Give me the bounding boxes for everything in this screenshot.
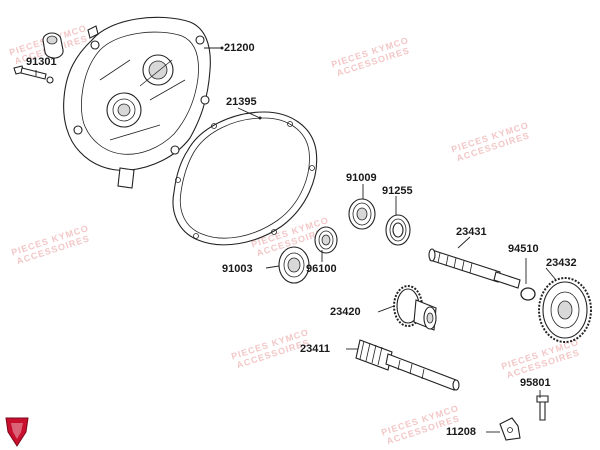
final-gear-drawing	[538, 277, 592, 343]
counter-gear-drawing	[393, 285, 437, 331]
part-label-11208: 11208	[446, 426, 476, 438]
part-label-94510: 94510	[508, 243, 539, 255]
part-label-91255: 91255	[382, 185, 413, 197]
part-label-23420: 23420	[330, 306, 361, 318]
part-label-91003: 91003	[222, 263, 253, 275]
bearing-96100-drawing	[314, 226, 338, 254]
crankcase-cover-drawing	[63, 16, 211, 189]
part-label-91301: 91301	[26, 56, 57, 68]
drive-shaft-drawing	[428, 248, 521, 289]
part-label-21395: 21395	[226, 96, 257, 108]
gasket-drawing	[172, 111, 318, 246]
part-label-96100: 96100	[306, 263, 337, 275]
main-shaft-drawing	[355, 339, 460, 391]
part-label-23431: 23431	[456, 226, 487, 238]
dowel-pin-drawing	[13, 65, 54, 84]
oil-seal-drawing	[385, 214, 411, 246]
part-label-91009: 91009	[346, 172, 377, 184]
leader-lines	[35, 46, 557, 433]
dowel-sleeve-drawing	[42, 32, 64, 59]
part-label-23432: 23432	[546, 257, 577, 269]
bearing-91009-drawing	[348, 198, 376, 230]
bearing-91003-drawing	[278, 246, 310, 284]
kymco-shield-logo	[5, 417, 29, 447]
part-label-95801: 95801	[520, 377, 551, 389]
bolt-drawing	[536, 395, 549, 421]
circlip-drawing	[520, 258, 536, 301]
clamp-drawing	[499, 417, 521, 441]
part-label-23411: 23411	[300, 343, 330, 355]
part-label-21200: 21200	[224, 42, 255, 54]
